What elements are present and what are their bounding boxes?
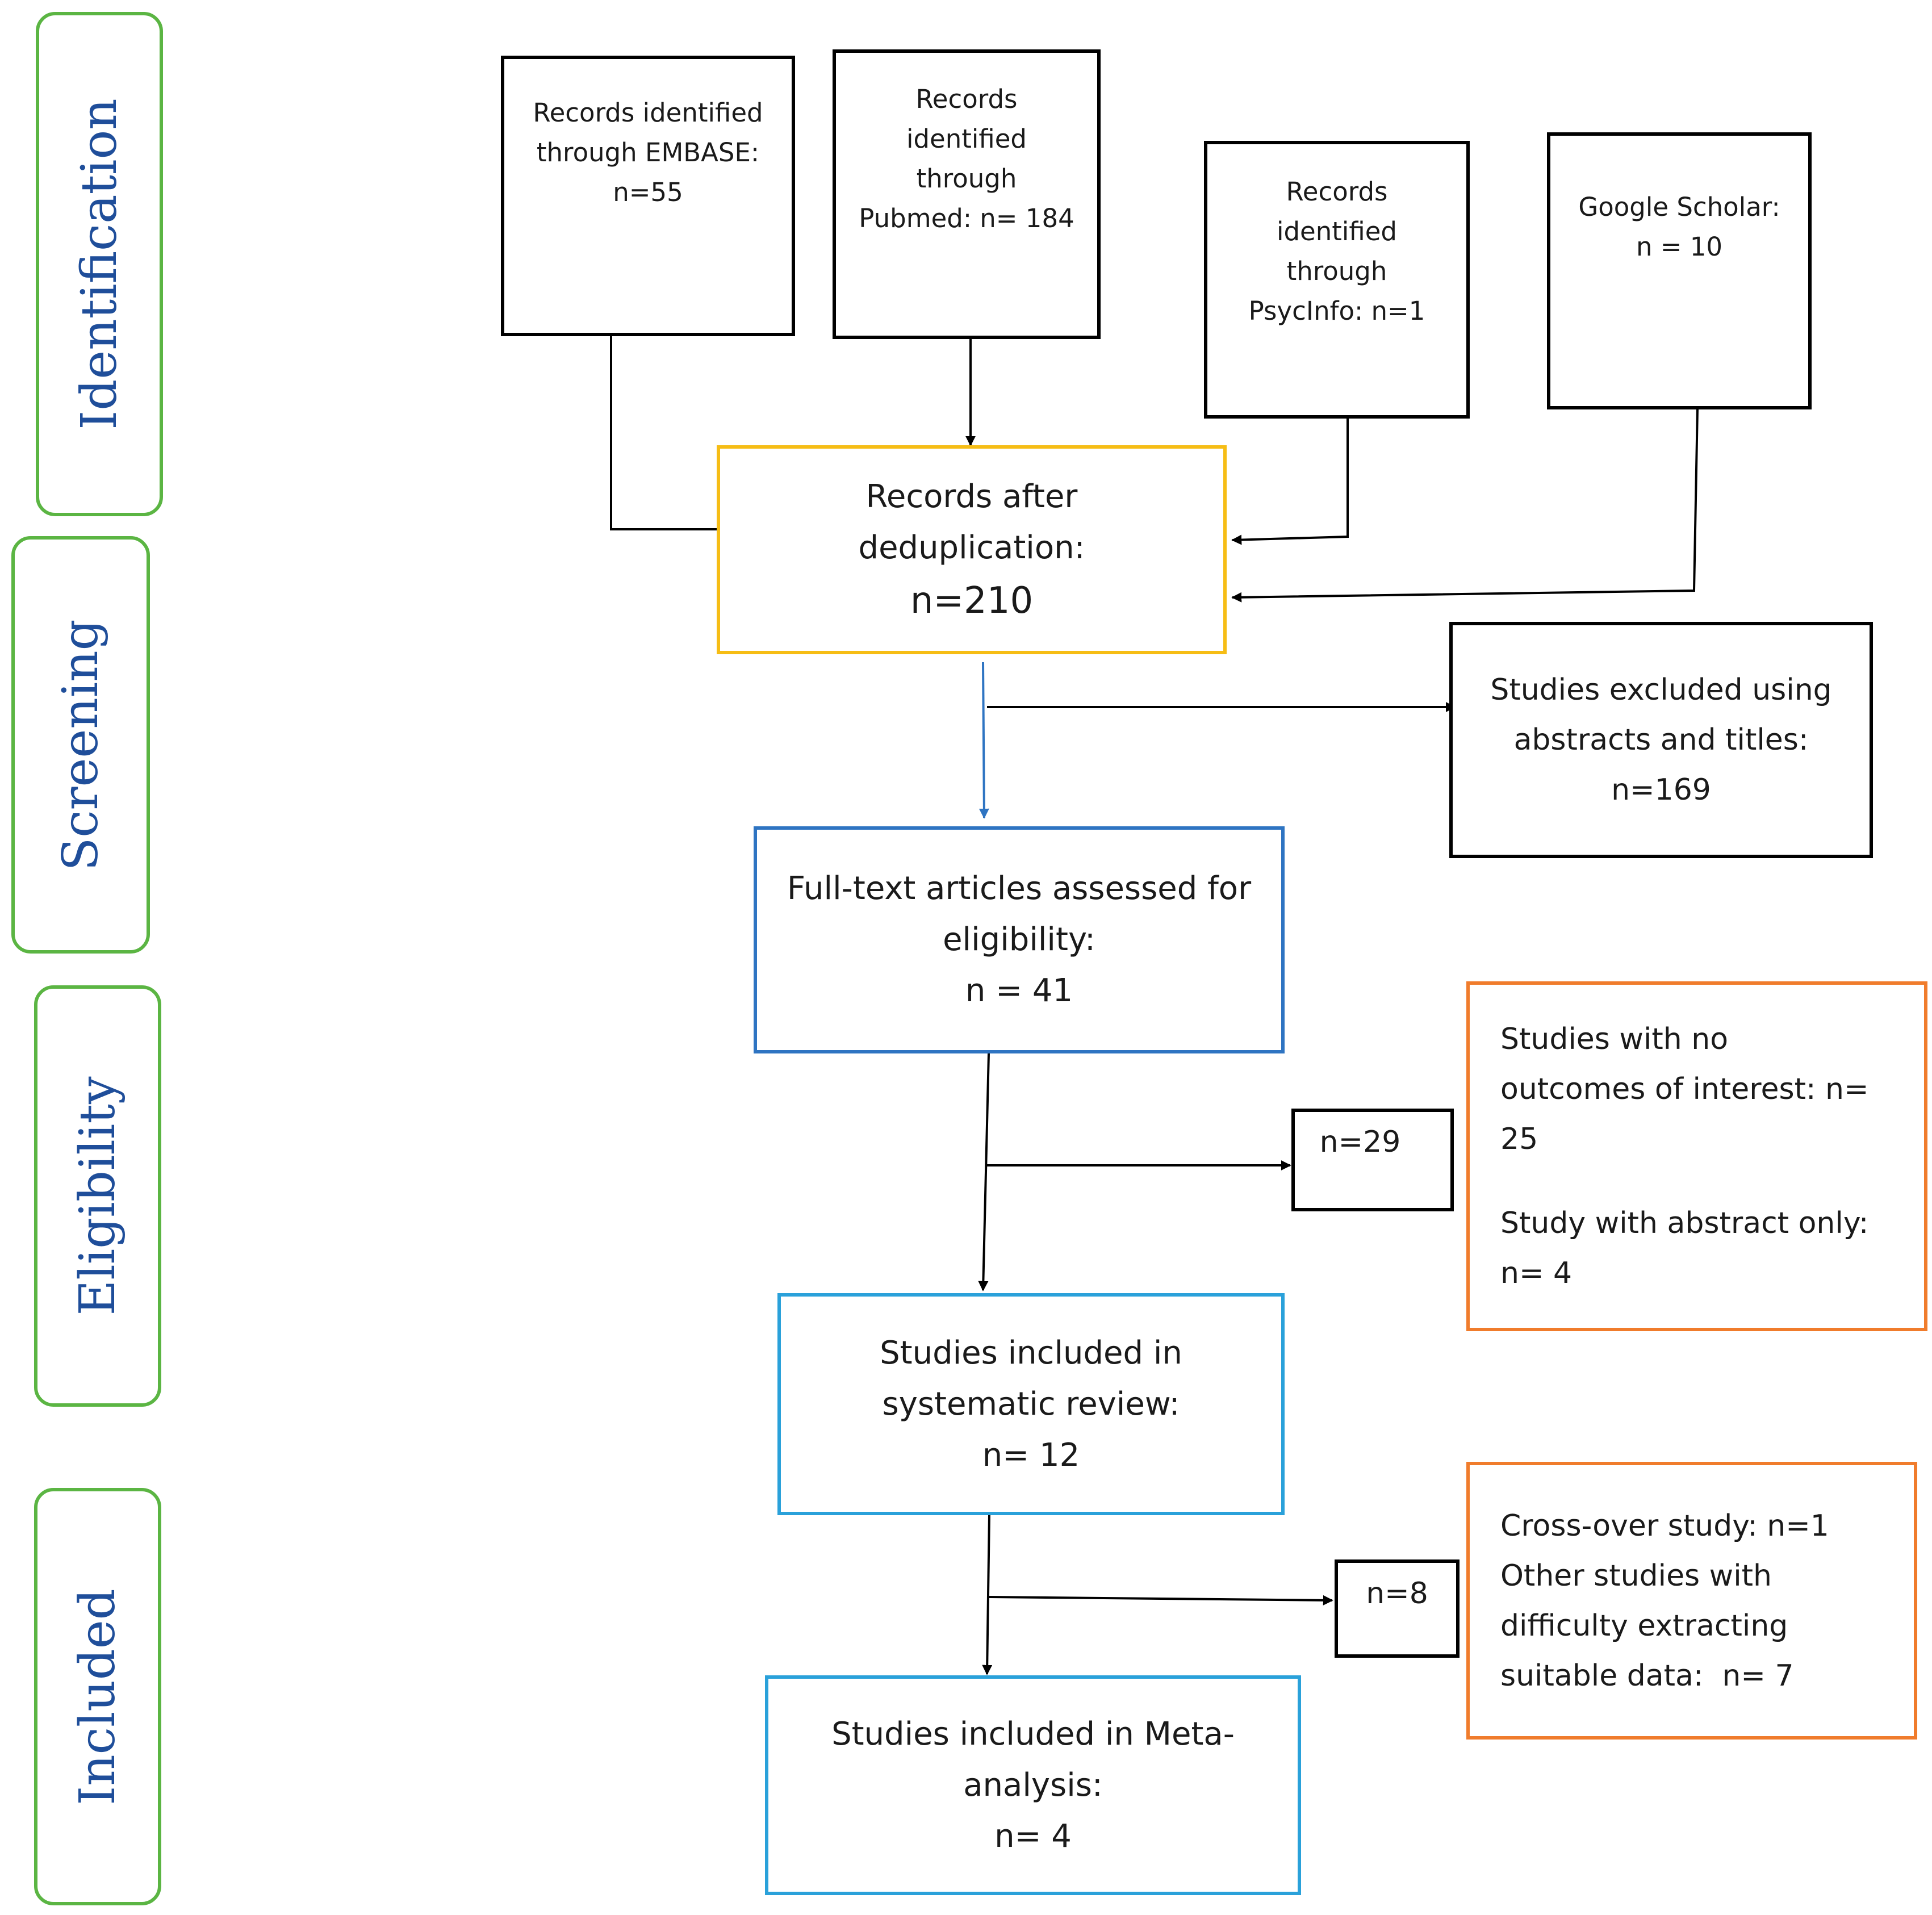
pubmed-count: Pubmed: n= 184 (859, 203, 1074, 233)
meta-line-2: analysis: (963, 1766, 1103, 1804)
pubmed-records-box: Records identified through Pubmed: n= 18… (833, 49, 1101, 339)
reasons-29-line-2: outcomes of interest: n= (1500, 1072, 1869, 1106)
review-line-2: systematic review: (882, 1385, 1180, 1423)
phase-included-label: Included (69, 1588, 126, 1805)
excluded-8-box: n=8 (1335, 1559, 1460, 1658)
connector-dedup-to-fulltext (978, 662, 989, 819)
full-text-assessment-box: Full-text articles assessed for eligibil… (754, 826, 1285, 1053)
reasons-8-line-2: Other studies with (1500, 1558, 1772, 1593)
phase-identification-label: Identification (71, 98, 128, 430)
pubmed-line-3: through (916, 164, 1017, 194)
meta-analysis-box: Studies included in Meta- analysis: n= 4 (765, 1675, 1301, 1895)
reasons-29-line-3: 25 (1500, 1122, 1538, 1156)
meta-count: n= 4 (994, 1817, 1072, 1855)
reasons-8-line-3: difficulty extracting (1500, 1608, 1788, 1643)
phase-screening: Screening (11, 536, 150, 954)
phase-included: Included (34, 1488, 161, 1905)
psycinfo-count: PsycInfo: n=1 (1248, 295, 1425, 326)
excluded-29-count: n=29 (1319, 1124, 1401, 1159)
exclusion-reasons-8-box: Cross-over study: n=1 Other studies with… (1466, 1462, 1917, 1740)
reasons-8-line-4: suitable data: n= 7 (1500, 1658, 1794, 1693)
psycinfo-line-1: Records (1286, 176, 1388, 207)
exclusion-reasons-29-box: Studies with no outcomes of interest: n=… (1466, 981, 1927, 1331)
google-scholar-box: Google Scholar: n = 10 (1547, 132, 1812, 409)
reasons-29-line-1: Studies with no (1500, 1022, 1729, 1056)
dedup-line-1: Records after (865, 478, 1078, 515)
pubmed-line-2: identified (906, 124, 1027, 154)
meta-line-1: Studies included in Meta- (831, 1715, 1235, 1753)
excluded-29-box: n=29 (1291, 1109, 1454, 1211)
connector-review-to-n8 (989, 1595, 1333, 1605)
full-text-line-2: eligibility: (943, 921, 1095, 958)
phase-identification: Identification (36, 12, 163, 516)
embase-records-box: Records identified through EMBASE: n=55 (501, 56, 795, 336)
scholar-count: n = 10 (1636, 232, 1723, 262)
psycinfo-line-2: identified (1276, 216, 1397, 246)
psycinfo-line-3: through (1286, 256, 1387, 286)
excluded-abstracts-line-1: Studies excluded using (1490, 673, 1832, 707)
reasons-29-line-5: n= 4 (1500, 1256, 1573, 1290)
dedup-line-2: deduplication: (858, 529, 1085, 566)
excluded-8-count: n=8 (1366, 1576, 1428, 1611)
excluded-abstracts-count: n=169 (1611, 773, 1711, 807)
phase-eligibility-label: Eligibility (69, 1076, 126, 1316)
phase-eligibility: Eligibility (34, 985, 161, 1407)
embase-line-1: Records identified (533, 98, 763, 128)
phase-screening-label: Screening (52, 618, 109, 871)
reasons-8-line-1: Cross-over study: n=1 (1500, 1508, 1829, 1543)
excluded-abstracts-box: Studies excluded using abstracts and tit… (1449, 622, 1873, 858)
embase-line-2: through EMBASE: (536, 137, 760, 168)
dedup-count: n=210 (910, 580, 1034, 622)
connector-review-to-meta (982, 1515, 993, 1675)
connector-psycinfo-to-dedup (1231, 417, 1349, 545)
review-count: n= 12 (982, 1436, 1080, 1474)
pubmed-line-1: Records (915, 84, 1018, 114)
full-text-line-1: Full-text articles assessed for (787, 870, 1252, 907)
embase-count: n=55 (613, 177, 683, 207)
systematic-review-box: Studies included in systematic review: n… (777, 1293, 1285, 1515)
connector-embase-to-dedup (610, 335, 729, 534)
excluded-abstracts-line-2: abstracts and titles: (1513, 723, 1809, 757)
reasons-29-line-4: Study with abstract only: (1500, 1206, 1869, 1240)
scholar-line-1: Google Scholar: (1578, 192, 1780, 222)
full-text-count: n = 41 (965, 972, 1073, 1009)
connector-fulltext-to-review (978, 1053, 990, 1291)
deduplication-box: Records after deduplication: n=210 (717, 445, 1227, 654)
psycinfo-records-box: Records identified through PsycInfo: n=1 (1204, 141, 1470, 419)
connector-scholar-to-dedup (1231, 408, 1699, 603)
review-line-1: Studies included in (880, 1334, 1182, 1372)
